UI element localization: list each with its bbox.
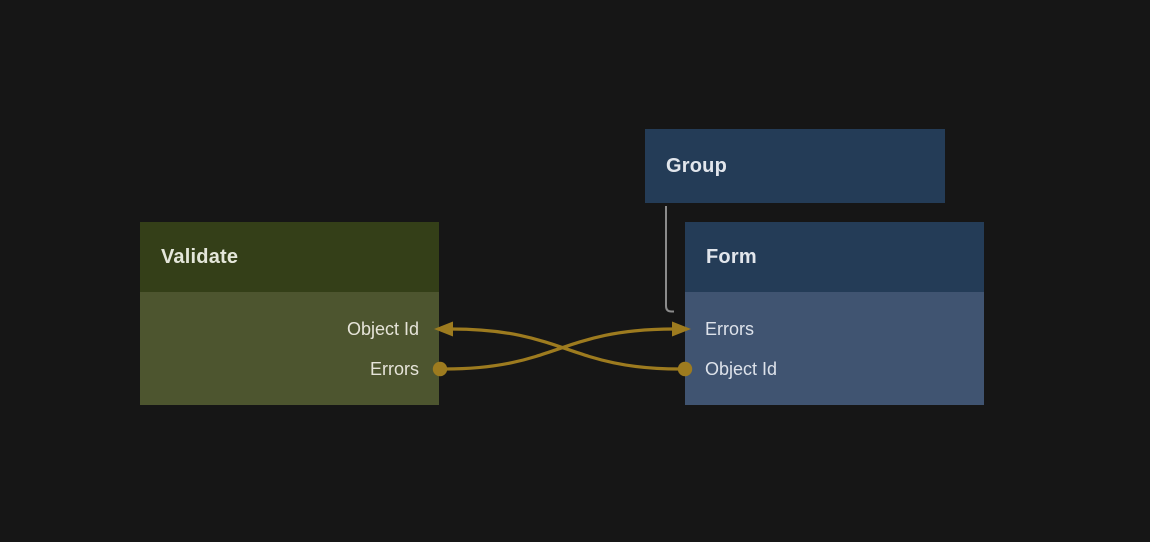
node-group-header: Group bbox=[645, 129, 945, 203]
form-field-errors-label: Errors bbox=[705, 318, 754, 339]
node-validate-body: Object Id Errors bbox=[140, 292, 439, 405]
node-validate[interactable]: Validate Object Id Errors bbox=[140, 222, 439, 405]
node-form-title: Form bbox=[706, 245, 757, 268]
node-group[interactable]: Group bbox=[645, 129, 945, 203]
form-field-object-id-label: Object Id bbox=[705, 358, 778, 379]
validate-field-object-id[interactable]: Object Id bbox=[140, 309, 439, 349]
form-field-errors[interactable]: Errors bbox=[685, 309, 984, 349]
group-to-form-link[interactable] bbox=[665, 206, 674, 313]
node-validate-header: Validate bbox=[140, 222, 439, 292]
edge-form-objectid-to-validate-objectid[interactable] bbox=[449, 327, 682, 371]
node-form-body: Errors Object Id bbox=[685, 292, 984, 405]
validate-field-object-id-label: Object Id bbox=[346, 318, 419, 339]
validate-field-errors-label: Errors bbox=[370, 358, 419, 379]
form-field-object-id[interactable]: Object Id bbox=[685, 349, 984, 389]
node-form[interactable]: Form Errors Object Id bbox=[685, 222, 984, 405]
edge-validate-errors-to-form-errors[interactable] bbox=[443, 327, 676, 371]
node-validate-title: Validate bbox=[161, 245, 239, 268]
validate-field-errors[interactable]: Errors bbox=[140, 349, 439, 389]
node-form-header: Form bbox=[685, 222, 984, 292]
node-group-title: Group bbox=[666, 154, 727, 177]
